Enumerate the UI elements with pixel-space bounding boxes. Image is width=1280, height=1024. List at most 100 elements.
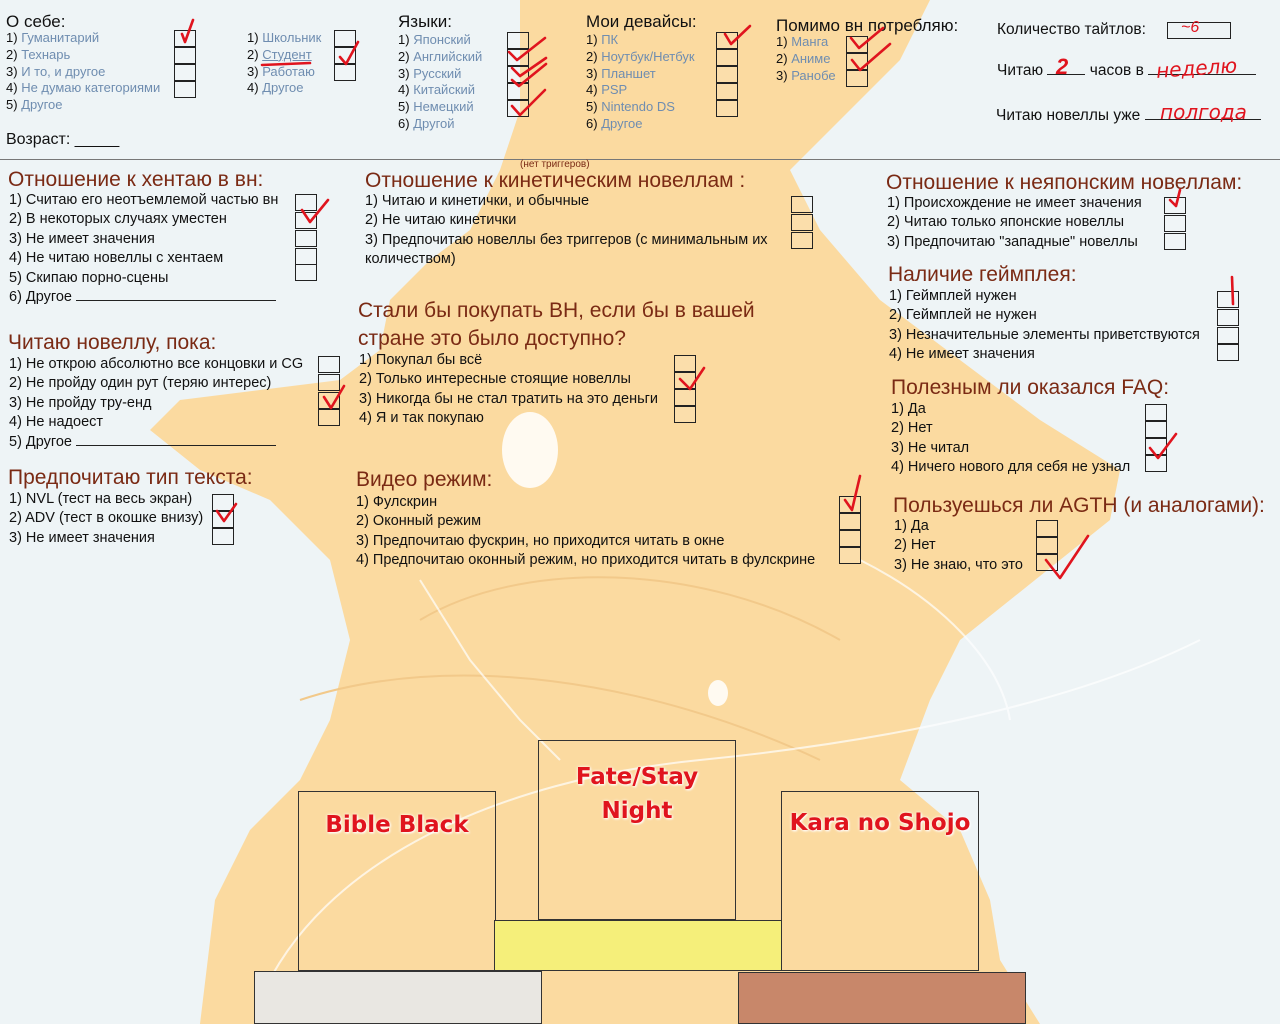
faq-option[interactable]: 3) Не читал [891, 439, 970, 456]
besides-checkbox[interactable] [846, 53, 868, 70]
until-option[interactable]: 1) Не открою абсолютно все концовки и CG [9, 356, 304, 372]
kinetic-checkbox[interactable] [791, 232, 813, 249]
text-type-option[interactable]: 2) ADV (тест в окошке внизу) [9, 510, 204, 527]
kinetic-checkbox[interactable] [791, 214, 813, 231]
text-type-option[interactable]: 3) Не имеет значения [9, 529, 155, 546]
about-option[interactable]: 2) Технарь [6, 47, 160, 64]
hentai-option[interactable]: 4) Не читаю новеллы с хентаем [9, 250, 224, 267]
nonjapanese-checkbox[interactable] [1164, 233, 1186, 250]
besides-checkbox[interactable] [846, 70, 868, 87]
buy-option[interactable]: 2) Только интересные стоящие новеллы [359, 371, 631, 388]
besides-option[interactable]: 1) Манга [776, 34, 836, 51]
text-type-checkbox[interactable] [212, 528, 234, 545]
until-checkbox[interactable] [318, 374, 340, 391]
gameplay-checkbox[interactable] [1217, 344, 1239, 361]
nonjapanese-checkbox[interactable] [1164, 215, 1186, 232]
hentai-option[interactable]: 1) Считаю его неотъемлемой частью вн [9, 192, 279, 208]
hentai-checkbox[interactable] [295, 264, 317, 281]
kinetic-option[interactable]: 2) Не читаю кинетички [365, 212, 517, 229]
language-option[interactable]: 4) Китайский [398, 82, 482, 99]
until-option-other[interactable]: 5) Другое [9, 433, 303, 452]
video-checkbox[interactable] [839, 547, 861, 564]
hentai-checkbox[interactable] [295, 230, 317, 247]
device-checkbox[interactable] [716, 32, 738, 49]
other-blank[interactable] [76, 288, 277, 302]
agth-checkbox[interactable] [1036, 520, 1058, 537]
video-option[interactable]: 1) Фулскрин [356, 494, 438, 510]
gameplay-option[interactable]: 3) Незначительные элементы приветствуютс… [889, 326, 1200, 343]
about-checkbox[interactable] [174, 30, 196, 47]
about-option[interactable]: 4) Не думаю категориями [6, 80, 160, 97]
text-type-checkbox[interactable] [212, 494, 234, 511]
status-option[interactable]: 2) Студент [247, 47, 321, 64]
other-blank[interactable] [76, 433, 277, 446]
besides-option[interactable]: 2) Аниме [776, 51, 836, 68]
gameplay-checkbox[interactable] [1217, 291, 1239, 308]
about-checkbox[interactable] [174, 81, 196, 98]
faq-checkbox[interactable] [1145, 455, 1167, 472]
device-checkbox[interactable] [716, 66, 738, 83]
period-blank[interactable] [1148, 74, 1257, 75]
video-option[interactable]: 3) Предпочитаю фускрин, но приходится чи… [356, 532, 725, 549]
nonjapanese-option[interactable]: 3) Предпочитаю "западные" новеллы [887, 233, 1138, 250]
gameplay-checkbox[interactable] [1217, 309, 1239, 326]
video-checkbox[interactable] [839, 513, 861, 530]
faq-checkbox[interactable] [1145, 421, 1167, 438]
gameplay-option[interactable]: 2) Геймплей не нужен [889, 307, 1037, 324]
video-option[interactable]: 4) Предпочитаю оконный режим, но приходи… [356, 552, 816, 569]
hentai-checkbox[interactable] [295, 248, 317, 265]
language-option[interactable]: 5) Немецкий [398, 99, 482, 116]
video-checkbox[interactable] [839, 530, 861, 547]
buy-checkbox[interactable] [674, 355, 696, 372]
about-checkbox[interactable] [174, 64, 196, 81]
agth-option[interactable]: 1) Да [894, 518, 929, 534]
hentai-checkbox[interactable] [295, 194, 317, 211]
text-type-option[interactable]: 1) NVL (тест на весь экран) [9, 491, 193, 507]
about-checkbox[interactable] [174, 47, 196, 64]
device-checkbox[interactable] [716, 49, 738, 66]
about-option[interactable]: 5) Другое [6, 97, 160, 114]
kinetic-option[interactable]: 3) Предпочитаю новеллы без триггеров (с … [365, 231, 768, 248]
hentai-checkbox[interactable] [295, 212, 317, 229]
status-option[interactable]: 1) Школьник [247, 30, 321, 47]
besides-checkbox[interactable] [846, 36, 868, 53]
device-option[interactable]: 4) PSP [586, 82, 695, 99]
faq-checkbox[interactable] [1145, 404, 1167, 421]
since-blank[interactable] [1144, 119, 1261, 120]
language-checkbox[interactable] [507, 49, 529, 66]
gameplay-option[interactable]: 4) Не имеет значения [889, 346, 1035, 363]
device-checkbox[interactable] [716, 83, 738, 100]
video-checkbox[interactable] [839, 496, 861, 513]
language-checkbox[interactable] [507, 83, 529, 100]
status-option[interactable]: 3) Работаю [247, 64, 321, 81]
agth-option[interactable]: 3) Не знаю, что это [894, 556, 1023, 573]
status-option[interactable]: 4) Другое [247, 80, 321, 97]
besides-option[interactable]: 3) Ранобе [776, 68, 836, 85]
nonjapanese-option[interactable]: 1) Происхождение не имеет значения [887, 195, 1142, 211]
language-checkbox[interactable] [507, 100, 529, 117]
language-checkbox[interactable] [507, 66, 529, 83]
buy-option[interactable]: 3) Никогда бы не стал тратить на это ден… [359, 390, 659, 407]
language-option[interactable]: 6) Другой [398, 116, 482, 133]
faq-option[interactable]: 4) Ничего нового для себя не узнал [891, 459, 1131, 476]
device-option[interactable]: 3) Планшет [586, 66, 695, 83]
faq-checkbox[interactable] [1145, 438, 1167, 455]
language-checkbox[interactable] [507, 32, 529, 49]
language-option[interactable]: 1) Японский [398, 32, 482, 49]
text-type-checkbox[interactable] [212, 511, 234, 528]
device-option[interactable]: 6) Другое [586, 116, 695, 133]
about-option[interactable]: 3) И то, и другое [6, 64, 160, 81]
buy-option[interactable]: 4) Я и так покупаю [359, 410, 484, 427]
kinetic-option[interactable]: 1) Читаю и кинетички, и обычные [365, 193, 590, 209]
gameplay-checkbox[interactable] [1217, 327, 1239, 344]
until-checkbox[interactable] [318, 356, 340, 373]
buy-option[interactable]: 1) Покупал бы всё [359, 352, 483, 368]
hentai-option[interactable]: 2) В некоторых случаях уместен [9, 211, 227, 228]
device-checkbox[interactable] [716, 100, 738, 117]
agth-option[interactable]: 2) Нет [894, 537, 936, 554]
hentai-option[interactable]: 3) Не имеет значения [9, 230, 155, 247]
gameplay-option[interactable]: 1) Геймплей нужен [889, 288, 1017, 304]
kinetic-checkbox[interactable] [791, 196, 813, 213]
hours-blank[interactable] [1047, 74, 1086, 75]
device-option[interactable]: 5) Nintendo DS [586, 99, 695, 116]
